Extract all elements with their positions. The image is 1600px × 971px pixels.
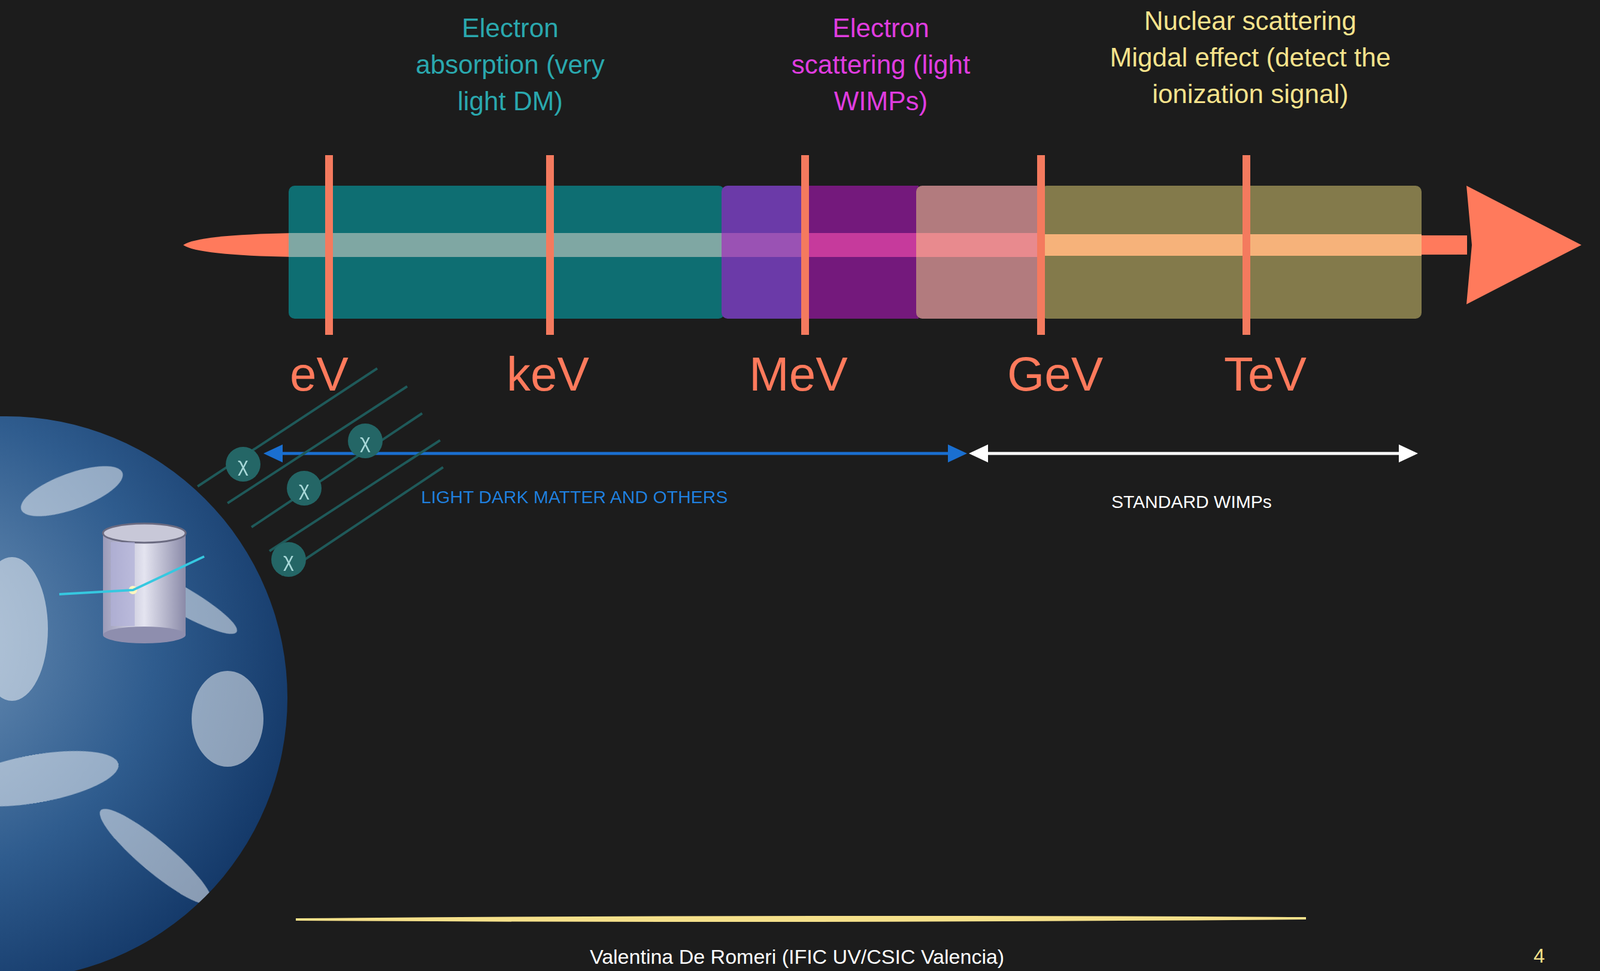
energy-scale-label: keV	[506, 347, 590, 402]
range-label: LIGHT DARK MATTER AND OTHERS	[420, 486, 728, 508]
axis-shaft	[183, 232, 1468, 257]
range-arrow	[279, 452, 953, 456]
particle-circle	[286, 470, 322, 506]
range-arrowhead	[1398, 444, 1418, 463]
particle-circle	[271, 541, 306, 577]
axis-through-band	[802, 232, 919, 257]
axis-arrowhead	[1466, 185, 1582, 305]
section-heading: Electron scattering (light WIMPs)	[782, 9, 980, 120]
band-teal	[288, 185, 725, 319]
range-arrowhead	[947, 444, 968, 463]
particle-circle	[347, 423, 383, 459]
axis-through-band	[1040, 234, 1422, 256]
page-number: 4	[1533, 943, 1545, 967]
range-arrowhead	[968, 444, 989, 463]
band-olive	[1040, 185, 1422, 319]
section-heading: Electron absorption (very light DM)	[405, 9, 615, 120]
tick-mark	[801, 155, 809, 335]
energy-scale-label: GeV	[1007, 347, 1103, 402]
axis-through-band	[288, 232, 725, 257]
range-arrow	[984, 452, 1402, 456]
range-arrowhead	[263, 444, 283, 463]
particle-symbol: χ	[237, 452, 249, 476]
particle-symbol: χ	[359, 429, 371, 453]
particle-symbol: χ	[298, 476, 310, 500]
brush-underline	[295, 915, 1306, 922]
detector-illustration	[59, 523, 205, 644]
band-pink	[916, 185, 1044, 319]
axis-through-band	[721, 232, 806, 257]
band-purple	[721, 185, 806, 319]
particle-circle	[225, 446, 261, 482]
range-label: STANDARD WIMPs	[1111, 491, 1272, 513]
earth-clouds	[0, 455, 264, 915]
band-magenta	[802, 185, 919, 319]
axis-through-band	[916, 232, 1044, 257]
footer-credit: Valentina De Romeri (IFIC UV/CSIC Valenc…	[589, 944, 1005, 968]
tick-mark	[546, 155, 554, 335]
tick-mark	[1242, 155, 1251, 335]
energy-scale-label: MeV	[749, 347, 848, 402]
energy-scale-label: eV	[289, 347, 349, 402]
energy-scale-label: TeV	[1223, 347, 1307, 402]
earth	[0, 416, 288, 971]
tick-mark	[325, 155, 333, 335]
section-heading: Nuclear scattering Migdal effect (detect…	[1103, 2, 1398, 112]
tick-mark	[1037, 155, 1045, 335]
particle-symbol: χ	[283, 547, 295, 571]
